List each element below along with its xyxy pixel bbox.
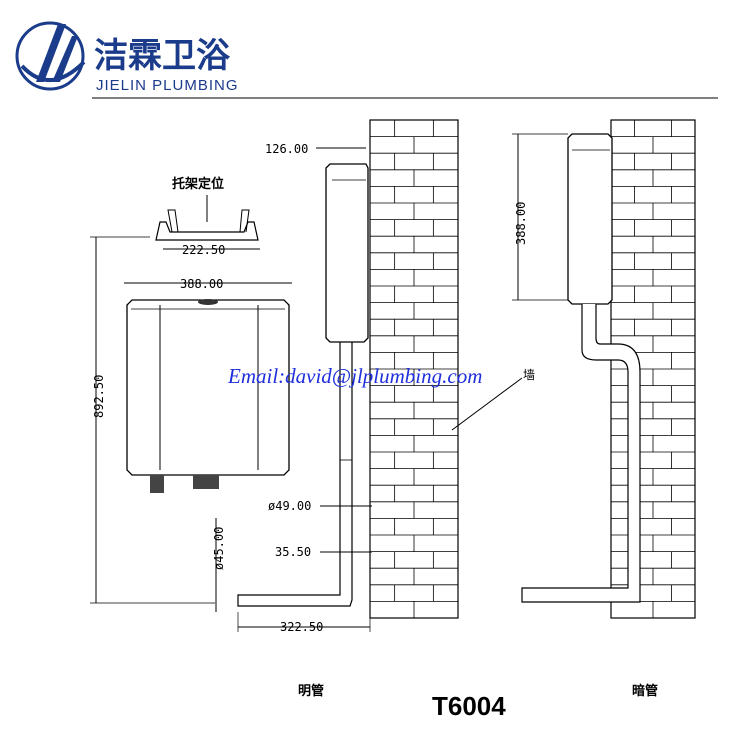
model-number: T6004 — [432, 691, 506, 721]
exposed-caption: 明管 — [298, 683, 324, 699]
brand-name-cn: 洁霖卫浴 — [94, 36, 231, 76]
exposed-tank-side — [325, 163, 369, 343]
bracket-hooks — [167, 209, 250, 233]
logo-j-mark — [36, 24, 66, 82]
front-pipe-dim: ø45.00 — [212, 527, 226, 570]
wall-right — [610, 119, 696, 619]
wall-label: 墙 — [523, 368, 535, 382]
wall-leader-line — [451, 377, 523, 431]
logo-l-mark — [52, 36, 78, 82]
pipe-diameter-dim: ø49.00 — [268, 499, 311, 513]
front-width-dim: 388.00 — [180, 277, 223, 291]
outlet-fitting — [193, 475, 219, 489]
bracket-shape — [155, 221, 259, 241]
bracket-width-dim: 222.50 — [182, 243, 225, 257]
bracket-title: 托架定位 — [172, 176, 224, 192]
brand-name-en: JIELIN PLUMBING — [96, 77, 239, 94]
logo-ring — [15, 21, 85, 91]
horizontal-dim: 322.50 — [280, 620, 323, 634]
concealed-height-dim: 388.00 — [514, 202, 528, 245]
front-tank-body — [126, 299, 290, 476]
concealed-tank-side — [567, 133, 613, 305]
front-height-dim: 892.50 — [92, 375, 106, 418]
inlet-valve — [150, 475, 164, 493]
offset-dim: 126.00 — [265, 142, 308, 156]
email-watermark: Email:david@jlplumbing.com — [227, 364, 482, 388]
brand-logo — [15, 21, 86, 91]
pipe-offset-dim: 35.50 — [275, 545, 311, 559]
exposed-flush-pipe — [237, 342, 353, 607]
wall-left — [369, 119, 459, 619]
concealed-caption: 暗管 — [632, 683, 658, 699]
logo-swoosh — [20, 60, 86, 83]
flush-button — [198, 299, 218, 305]
concealed-flush-pipe — [521, 304, 641, 603]
